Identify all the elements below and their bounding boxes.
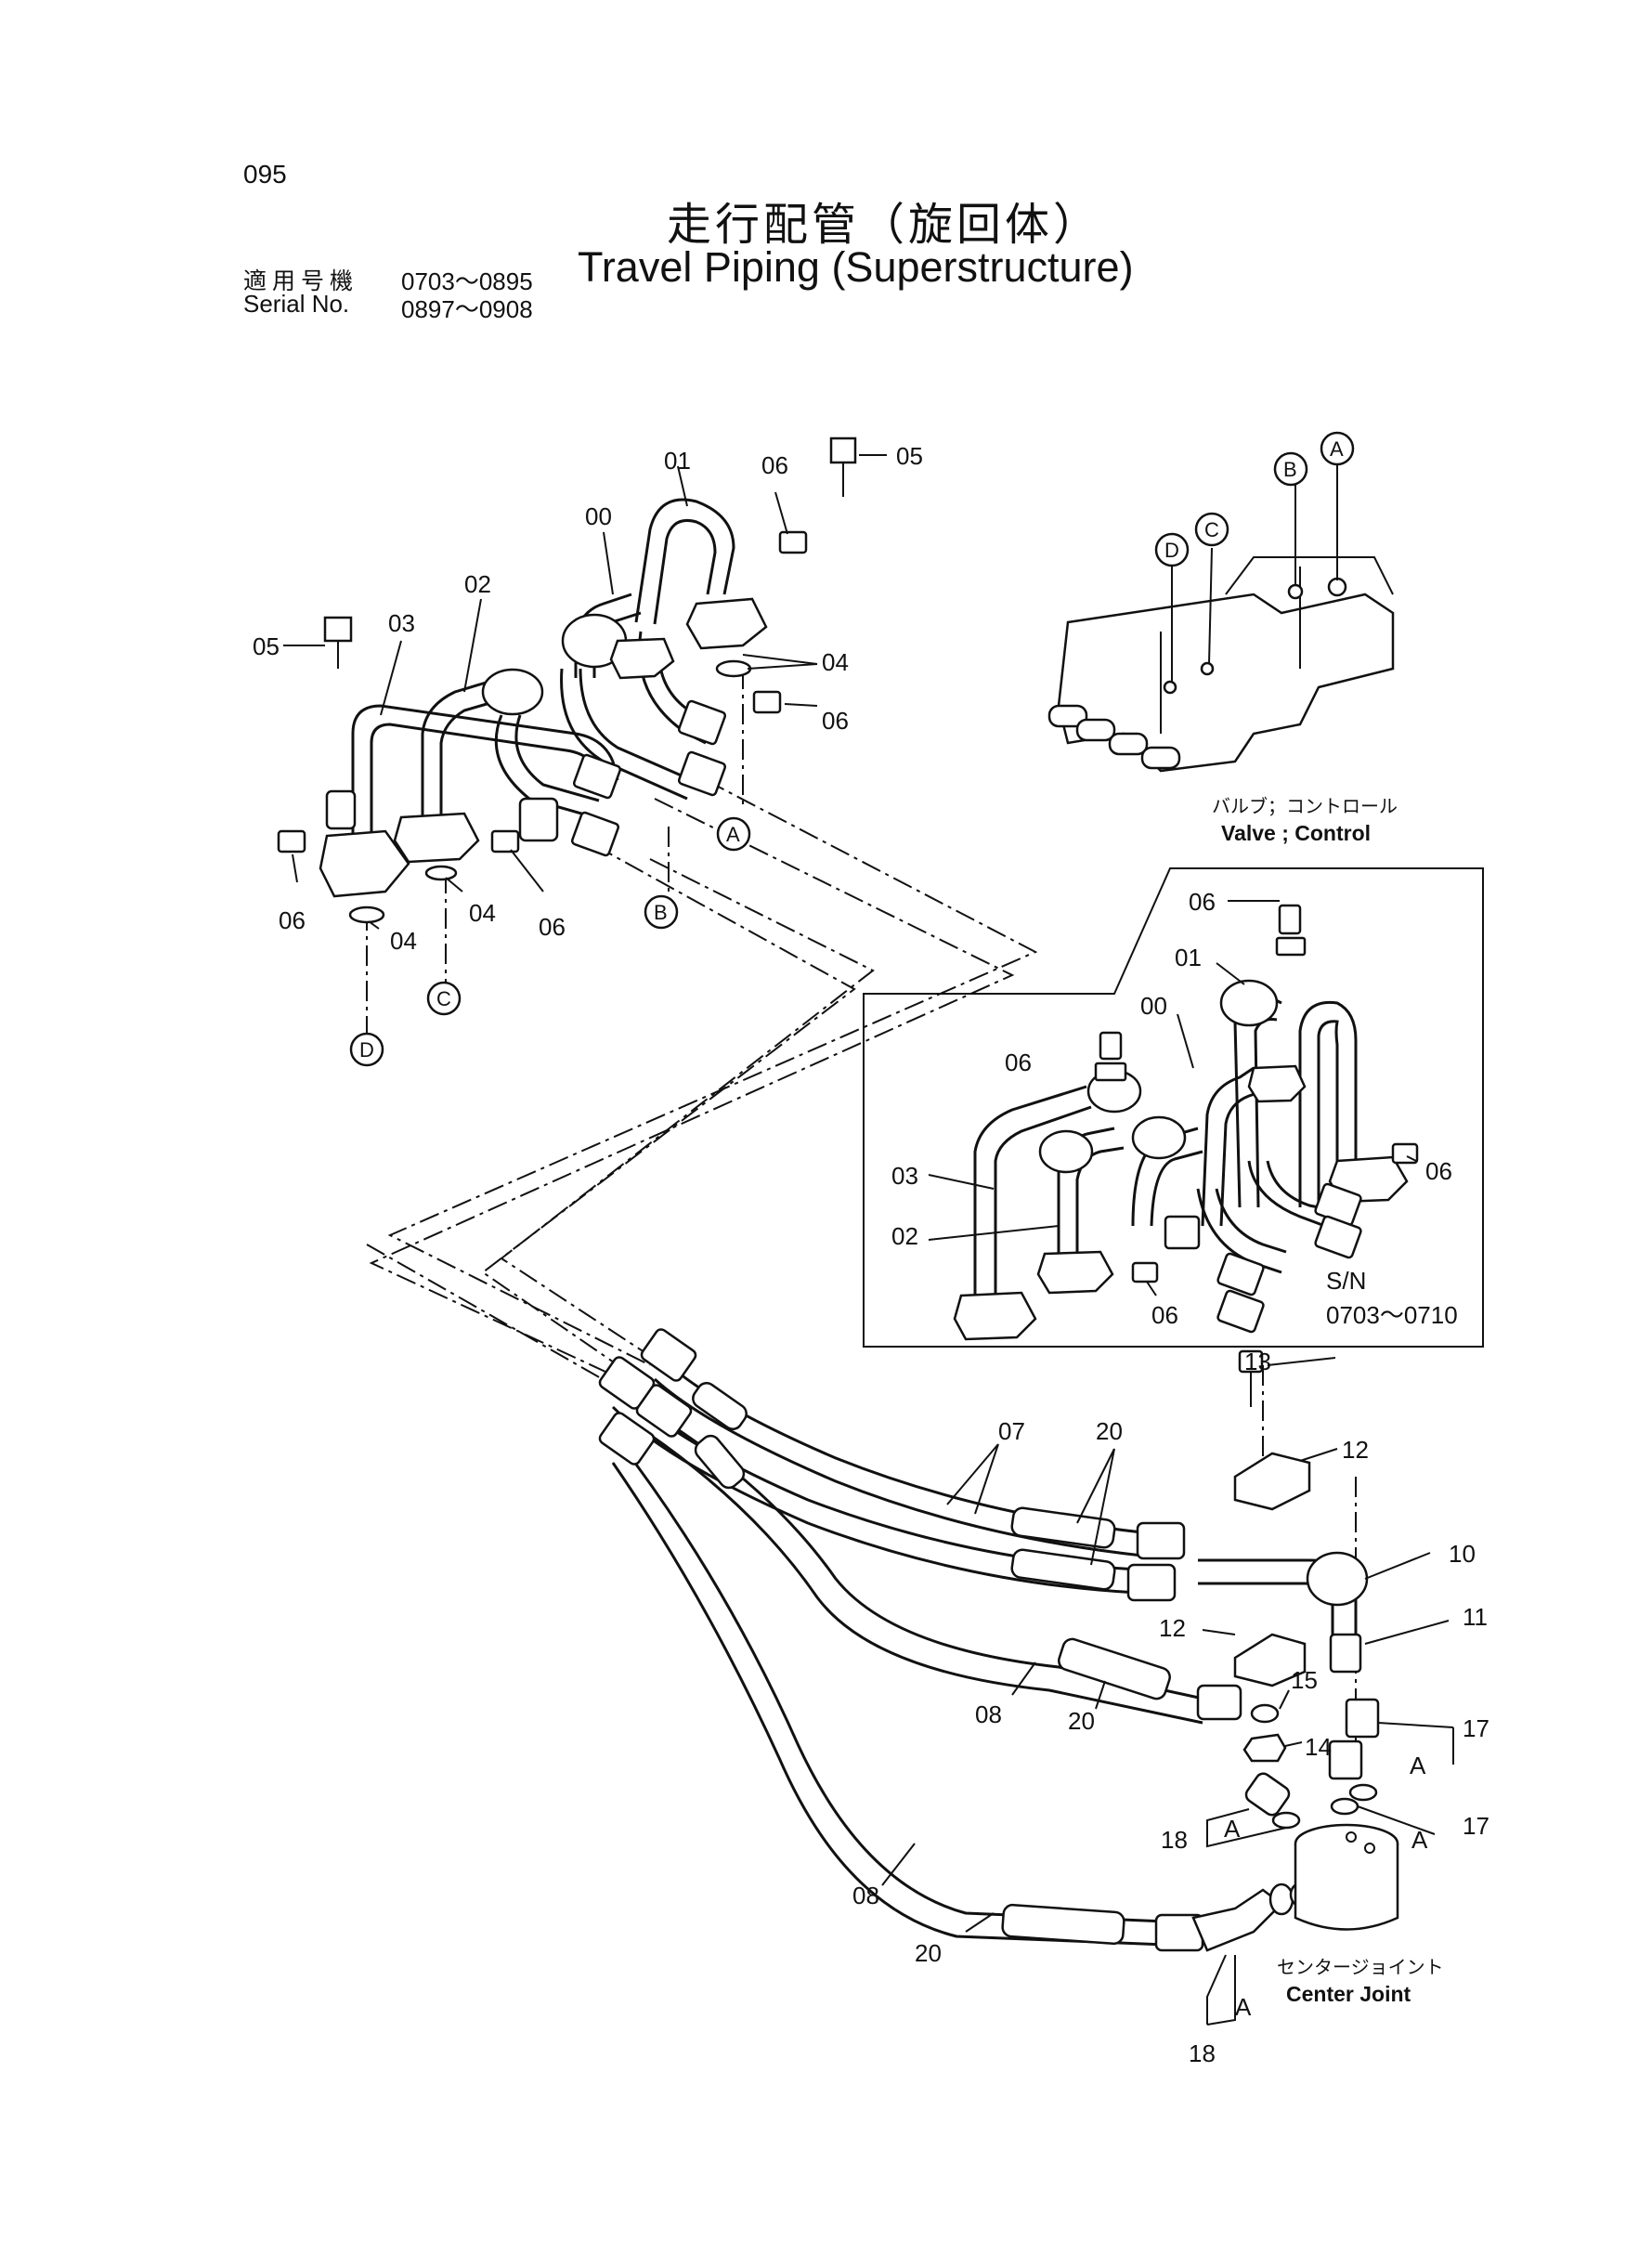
inset-sn-label: S/N [1326, 1267, 1366, 1295]
serial-label-japanese: 適用号機 [243, 267, 359, 294]
serial-label-english: Serial No. [243, 290, 350, 318]
inset-sn-range: 0703～0710 [1326, 1301, 1458, 1329]
svg-text:C: C [436, 987, 451, 1010]
serial-range-2: 0897～0908 [401, 295, 533, 323]
port-marker-a: A [716, 816, 751, 852]
valve-port-d: D [1154, 532, 1190, 567]
valve-caption-jp: バルブ；コントロール [1212, 795, 1398, 817]
joint-caption-jp: センタージョイント [1277, 1956, 1444, 1978]
inset-label-06-top: 06 [1189, 888, 1216, 916]
inset-label-00: 00 [1140, 992, 1167, 1020]
valve-port-c: C [1194, 512, 1229, 547]
joint-caption-en: Center Joint [1286, 1982, 1411, 2006]
lower-labels: 07 20 13 12 10 11 12 15 14 17 A 17 A 08 … [852, 1348, 1489, 2067]
svg-text:D: D [359, 1038, 374, 1062]
label-04-mid: 04 [469, 899, 496, 927]
port-marker-d: D [349, 1032, 384, 1067]
label-15: 15 [1291, 1666, 1318, 1694]
label-06-mid: 06 [539, 913, 566, 941]
label-17-upper: 17 [1463, 1714, 1489, 1742]
label-a-upper: A [1410, 1752, 1426, 1779]
svg-text:A: A [1330, 437, 1344, 461]
svg-text:D: D [1164, 539, 1179, 562]
port-marker-c: C [426, 981, 462, 1016]
label-20-middle: 20 [1068, 1707, 1095, 1735]
label-08-lower: 08 [852, 1882, 879, 1909]
inset-box: 06 01 00 06 03 02 06 06 S/N 0703～0710 [863, 867, 1484, 1348]
inset-label-02: 02 [891, 1222, 918, 1250]
control-valve: A B C D バルブ；コントロール Valve ; Control [1047, 431, 1398, 845]
inset-label-01: 01 [1175, 944, 1202, 971]
label-06-right: 06 [822, 707, 849, 735]
label-18-upper: 18 [1161, 1826, 1188, 1854]
label-11: 11 [1463, 1603, 1488, 1631]
inset-label-06-left: 06 [1005, 1049, 1032, 1076]
title-english: Travel Piping (Superstructure) [578, 243, 1134, 291]
title-japanese: 走行配管（旋回体） [667, 199, 1102, 251]
label-a-lower: A [1411, 1826, 1428, 1854]
valve-port-b: B [1273, 451, 1308, 487]
label-12-lower: 12 [1159, 1614, 1186, 1642]
inset-label-03: 03 [891, 1162, 918, 1190]
valve-port-a: A [1320, 431, 1355, 466]
serial-range-1: 0703～0895 [401, 267, 533, 295]
label-14: 14 [1305, 1733, 1332, 1761]
label-05-right: 05 [896, 442, 923, 470]
label-06-top: 06 [761, 451, 788, 479]
label-a-18-lower: A [1235, 1993, 1252, 2021]
label-05-left: 05 [253, 632, 280, 660]
label-00: 00 [585, 502, 612, 530]
label-06-left: 06 [279, 906, 306, 934]
inset-label-06-bottom: 06 [1151, 1301, 1178, 1329]
label-01: 01 [664, 447, 691, 475]
upper-labels: 05 03 02 00 01 06 05 04 06 06 04 04 06 [253, 442, 923, 955]
hose-assembly [598, 1328, 1242, 1952]
label-20-top: 20 [1096, 1417, 1123, 1445]
svg-text:A: A [726, 823, 740, 846]
label-17-lower: 17 [1463, 1812, 1489, 1840]
port-markers-upper: A B C D [349, 816, 751, 1067]
svg-text:C: C [1204, 518, 1219, 541]
label-04-right: 04 [822, 648, 849, 676]
label-18-lower: 18 [1189, 2039, 1216, 2067]
label-08-middle: 08 [975, 1700, 1002, 1728]
right-fittings: センタージョイント Center Joint [881, 1349, 1454, 2026]
label-07: 07 [998, 1417, 1025, 1445]
label-04-left: 04 [390, 927, 417, 955]
inset-label-06-right: 06 [1425, 1157, 1452, 1185]
valve-caption-en: Valve ; Control [1221, 821, 1371, 845]
page-number: 095 [243, 160, 287, 189]
svg-text:B: B [654, 901, 668, 924]
port-marker-b: B [644, 894, 679, 930]
label-a-18-upper: A [1224, 1815, 1241, 1843]
label-10: 10 [1449, 1540, 1476, 1568]
upper-pipe-assembly [277, 436, 887, 930]
label-12-top: 12 [1342, 1436, 1369, 1464]
label-02: 02 [464, 570, 491, 598]
svg-text:B: B [1283, 458, 1297, 481]
routing-lines [366, 669, 1357, 1755]
label-03: 03 [388, 609, 415, 637]
label-20-lower: 20 [915, 1939, 942, 1967]
label-13: 13 [1244, 1348, 1271, 1375]
